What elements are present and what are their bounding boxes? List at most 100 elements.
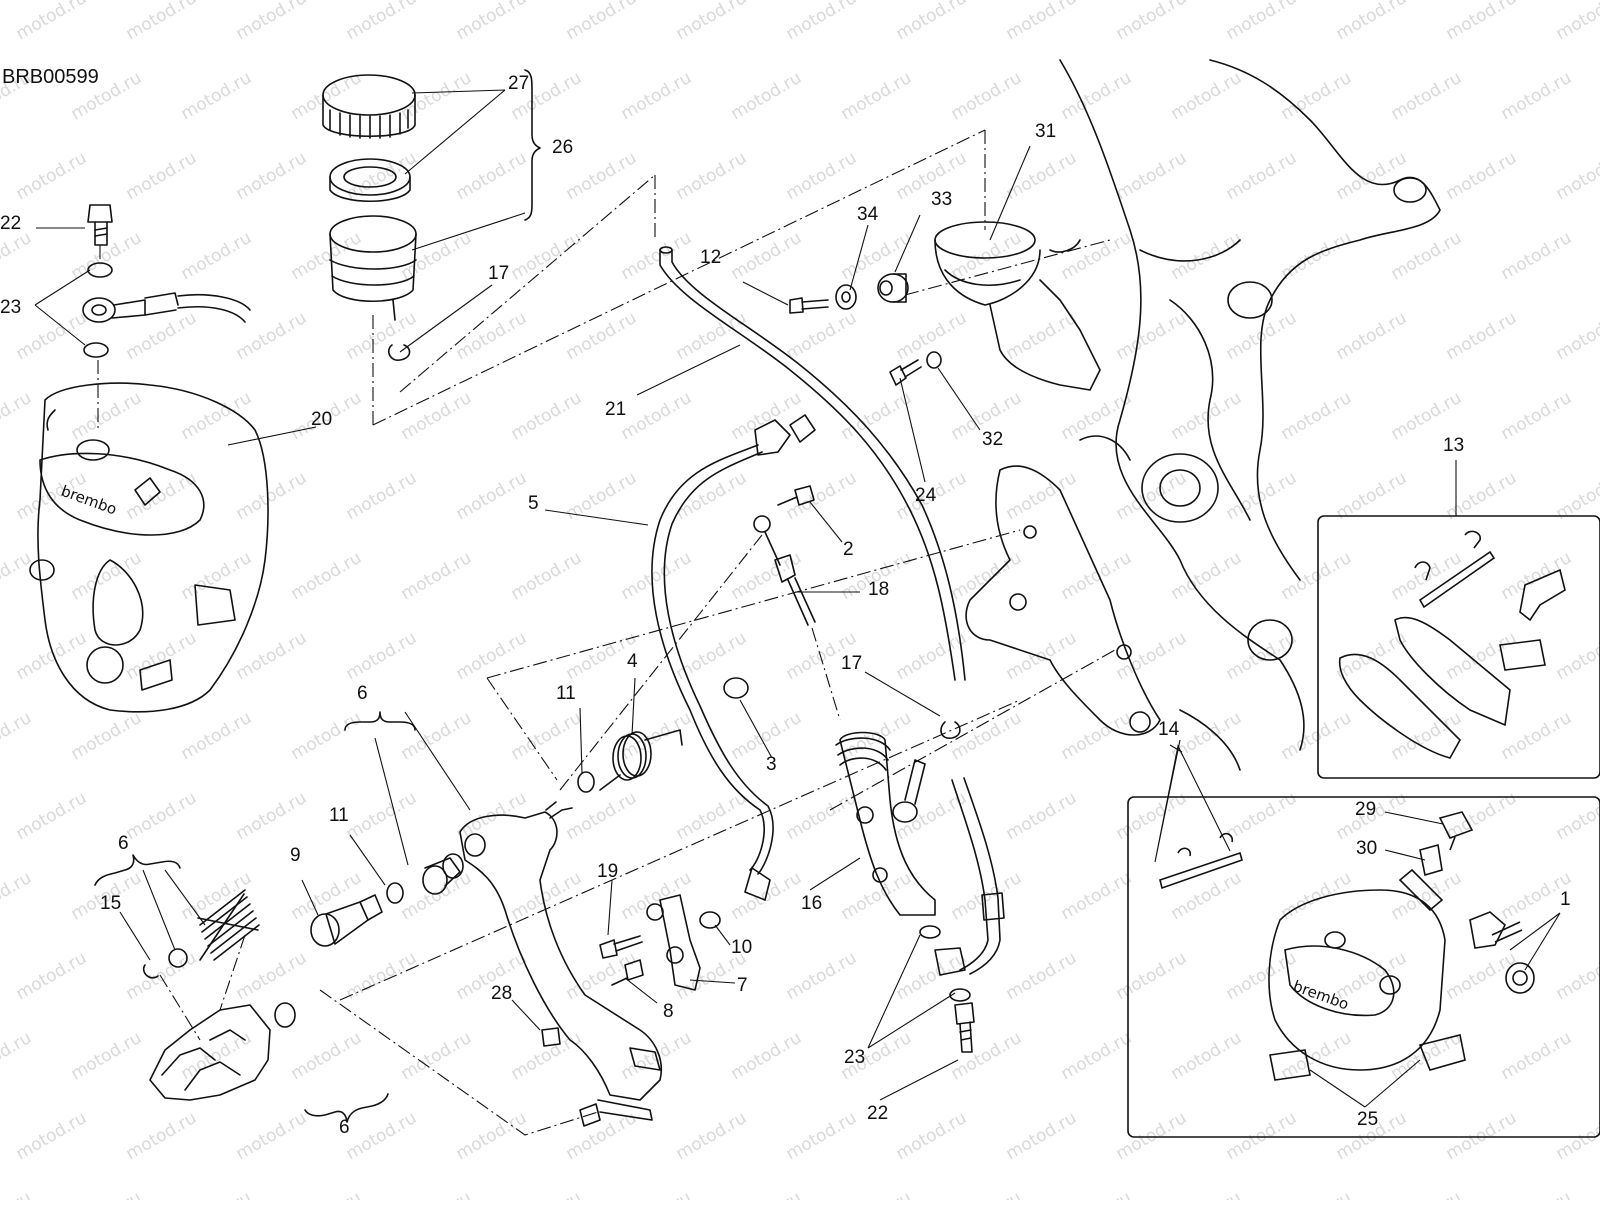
watermark-text: motod.ru [1498,388,1576,444]
watermark-text: motod.ru [1113,308,1191,364]
watermark-text: motod.ru [783,0,861,44]
watermark-text: motod.ru [673,148,751,204]
watermark-text: motod.ru [233,948,311,1004]
watermark-text: motod.ru [343,148,421,204]
callout-28: 28 [491,984,512,1003]
watermark-text: motod.ru [1498,708,1576,764]
watermark-text: motod.ru [1333,308,1411,364]
watermark-text: motod.ru [1278,228,1356,284]
watermark-text: motod.ru [1498,1188,1576,1200]
watermark-text: motod.ru [783,788,861,844]
watermark-text: motod.ru [893,948,971,1004]
callout-20: 20 [311,410,332,429]
watermark-text: motod.ru [1113,948,1191,1004]
watermark-text: motod.ru [508,228,586,284]
callout-6-bottom: 6 [339,1118,350,1137]
callout-32: 32 [982,430,1003,449]
watermark-text: motod.ru [948,68,1026,124]
screw-24 [890,360,921,385]
watermark-text: motod.ru [123,148,201,204]
callout-22-lower: 22 [867,1104,888,1123]
watermark-text: motod.ru [288,1028,366,1084]
watermark-text: motod.ru [618,868,696,924]
watermark-text: motod.ru [1333,0,1411,44]
watermark-text: motod.ru [343,948,421,1004]
watermark-text: motod.ru [563,468,641,524]
watermark-text: motod.ru [1278,548,1356,604]
watermark-text: motod.ru [838,228,916,284]
watermark-text: motod.ru [1443,308,1521,364]
watermark-text: motod.ru [0,388,35,444]
watermark-text: motod.ru [1553,628,1600,684]
watermark-text: motod.ru [178,68,256,124]
watermark-text: motod.ru [948,1188,1026,1200]
watermark-text: motod.ru [948,1028,1026,1084]
watermark-text: motod.ru [123,788,201,844]
watermark-text: motod.ru [1388,68,1466,124]
callout-5: 5 [528,494,539,513]
watermark-text: motod.ru [1223,0,1301,44]
callout-13: 13 [1443,436,1464,455]
watermark-text: motod.ru [563,948,641,1004]
watermark-text: motod.ru [343,788,421,844]
watermark-text: motod.ru [1003,148,1081,204]
callout-33: 33 [931,190,952,209]
watermark-text: motod.ru [1443,148,1521,204]
watermark-text: motod.ru [673,628,751,684]
watermark-text: motod.ru [453,628,531,684]
callout-9: 9 [290,846,301,865]
callout-23: 23 [0,298,21,317]
watermark-text: motod.ru [783,308,861,364]
watermark-text: motod.ru [398,388,476,444]
watermark-text: motod.ru [68,1028,146,1084]
watermark-text: motod.ru [1168,228,1246,284]
watermark-text: motod.ru [948,708,1026,764]
watermark-text: motod.ru [618,548,696,604]
watermark-text: motod.ru [1168,68,1246,124]
watermark-text: motod.ru [1003,948,1081,1004]
watermark-text: motod.ru [1113,628,1191,684]
watermark-text: motod.ru [0,1028,35,1084]
washer-23c [920,926,940,938]
watermark-text: motod.ru [0,548,35,604]
watermark-text: motod.ru [893,1108,971,1164]
watermark-text: motod.ru [13,628,91,684]
watermark-text: motod.ru [1113,148,1191,204]
watermark-text: motod.ru [68,388,146,444]
watermark-text: motod.ru [1278,708,1356,764]
watermark-text: motod.ru [343,628,421,684]
circlip-11b [387,883,403,903]
watermark-text: motod.ru [618,1188,696,1200]
watermark-text: motod.ru [453,308,531,364]
callout-16: 16 [801,894,822,913]
watermark-text: motod.ru [1058,548,1136,604]
banjo-fitting [83,293,250,322]
watermark-text: motod.ru [838,1188,916,1200]
watermark-text: motod.ru [1113,0,1191,44]
watermark-text: motod.ru [398,708,476,764]
callout-3: 3 [766,755,777,774]
callout-12: 12 [700,248,721,267]
watermark-text: motod.ru [288,708,366,764]
watermark-text: motod.ru [1388,228,1466,284]
watermark-text: motod.ru [618,388,696,444]
watermark-text: motod.ru [1003,1108,1081,1164]
watermark-text: motod.ru [893,0,971,44]
watermark-text: motod.ru [563,0,641,44]
watermark-text: motod.ru [343,1108,421,1164]
callout-24: 24 [915,486,936,505]
watermark-text: motod.ru [1388,868,1466,924]
watermark-text: motod.ru [508,1028,586,1084]
callout-11-lower: 11 [329,806,349,825]
watermark-text: motod.ru [1003,788,1081,844]
callout-8: 8 [663,1002,674,1021]
watermark-text: motod.ru [453,0,531,44]
watermark-text: motod.ru [1223,468,1301,524]
callout-23-lower: 23 [844,1048,865,1067]
watermark-text: motod.ru [673,308,751,364]
watermark-text: motod.ru [453,148,531,204]
watermark-text: motod.ru [288,228,366,284]
watermark-text: motod.ru [13,948,91,1004]
callout-19: 19 [597,862,618,881]
